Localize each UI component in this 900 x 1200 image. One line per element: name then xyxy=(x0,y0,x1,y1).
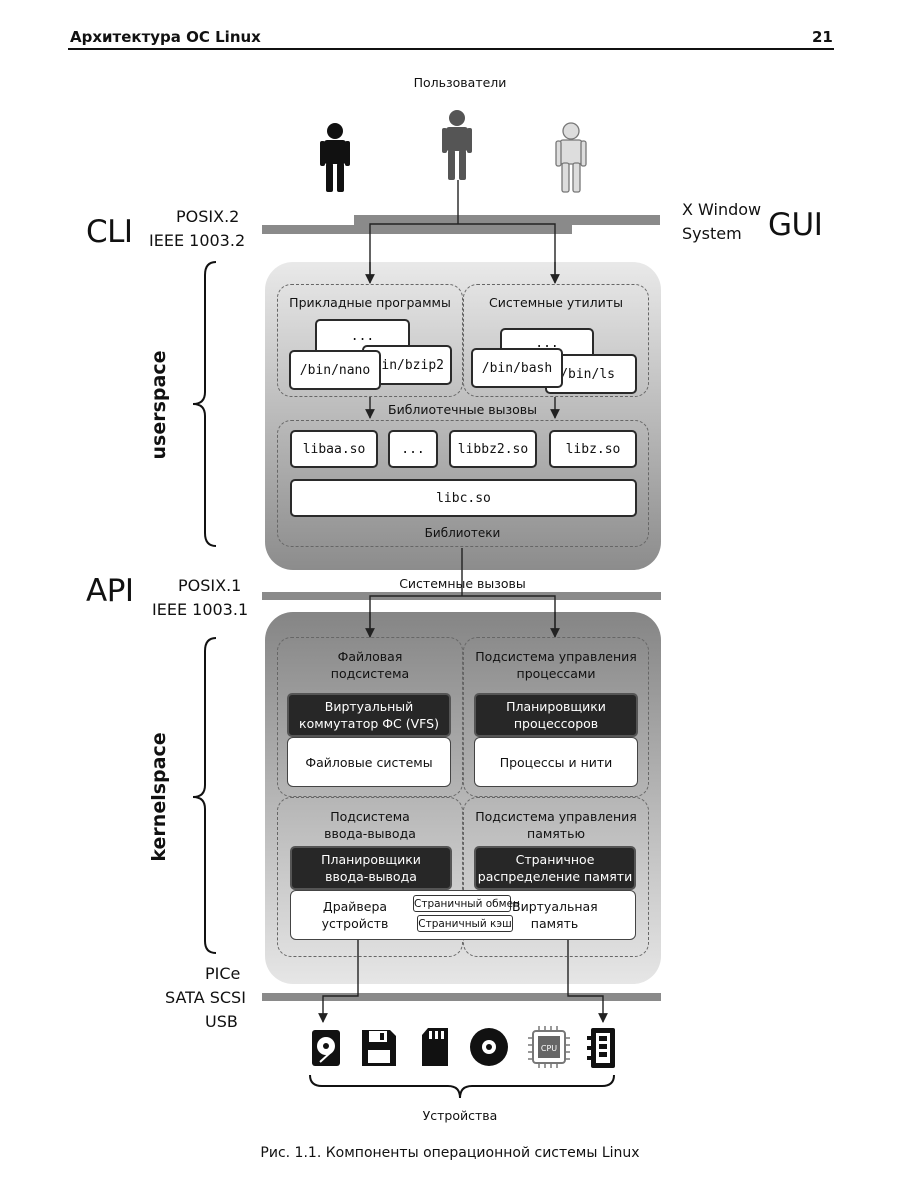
running-header-title: Архитектура ОС Linux xyxy=(70,28,261,46)
proc-subsystem-group xyxy=(463,637,649,797)
processes-threads-box: Процессы и нити xyxy=(474,737,638,787)
libraries-label: Библиотеки xyxy=(424,526,501,540)
devices-brace xyxy=(309,1074,615,1099)
apps-group xyxy=(277,284,463,397)
gui-label: GUI xyxy=(768,207,823,243)
io-title: Подсистема ввода-вывода xyxy=(277,808,463,842)
page-cache-box: Страничный кэш xyxy=(417,915,513,932)
util-bash-box: /bin/bash xyxy=(471,348,563,388)
mem-subsystem-group xyxy=(463,797,649,957)
mem-title-line-2: памятью xyxy=(527,826,585,841)
bus-bar xyxy=(262,993,661,1001)
lib-libaa-box: libaa.so xyxy=(290,430,378,468)
kernelspace-label: kernelspace xyxy=(148,732,170,862)
utils-group xyxy=(463,284,649,397)
gui-bar xyxy=(354,215,660,225)
filesystems-box: Файловые системы xyxy=(287,737,451,787)
page-allocation-box: Страничное распределение памяти xyxy=(474,846,636,890)
bus-usb: USB xyxy=(205,1012,238,1031)
cli-standard-posix: POSIX.2 xyxy=(176,207,240,226)
figure-caption: Рис. 1.1. Компоненты операционной систем… xyxy=(260,1145,640,1161)
fs-title-line-2: подсистема xyxy=(330,666,410,681)
fs-title: Файловая подсистема xyxy=(277,648,463,682)
users-label: Пользователи xyxy=(413,75,507,90)
vfs-line-2: коммутатор ФС (VFS) xyxy=(299,716,439,731)
drivers-line-1: Драйвера xyxy=(322,899,388,914)
hard-disk-icon xyxy=(312,1030,340,1066)
io-scheduler-line-1: Планировщики xyxy=(321,852,421,867)
bus-pcie: PICe xyxy=(205,964,241,983)
ram-module-icon xyxy=(587,1028,615,1068)
page-allocation-line-2: распределение памяти xyxy=(477,869,633,884)
api-label: API xyxy=(86,573,134,609)
drivers-line-2: устройств xyxy=(321,916,389,931)
page-swap-box: Страничный обмен xyxy=(413,895,520,912)
vfs-box: Виртуальный коммутатор ФС (VFS) xyxy=(287,693,451,737)
virtual-memory-line-1: Виртуальная xyxy=(512,899,598,914)
api-standard-ieee: IEEE 1003.1 xyxy=(152,600,249,619)
page-allocation-line-1: Страничное xyxy=(515,852,595,867)
gui-system-line-1: X Window xyxy=(682,200,762,219)
fs-title-line-1: Файловая xyxy=(337,649,403,664)
user-icon-light xyxy=(555,122,587,193)
libraries-group xyxy=(277,420,649,547)
user-icon-black xyxy=(320,123,350,192)
lib-libc-box: libc.so xyxy=(290,479,637,517)
cli-bar xyxy=(262,225,572,234)
io-subsystem-group xyxy=(277,797,463,957)
app-nano-box: /bin/nano xyxy=(289,350,381,390)
gui-system-line-2: System xyxy=(682,224,742,243)
lib-more-box: ... xyxy=(388,430,438,468)
mem-title-line-1: Подсистема управления xyxy=(475,809,637,824)
devices-label: Устройства xyxy=(422,1108,498,1123)
cpu-icon-text: CPU xyxy=(541,1044,557,1053)
api-standard-posix: POSIX.1 xyxy=(178,576,242,595)
vfs-line-1: Виртуальный xyxy=(324,699,414,714)
cli-standard-ieee: IEEE 1003.2 xyxy=(149,231,246,250)
kernelspace-brace xyxy=(192,637,217,954)
lib-libbz2-box: libbz2.so xyxy=(449,430,537,468)
header-rule xyxy=(68,48,834,50)
cpu-scheduler-box: Планировщики процессоров xyxy=(474,693,638,737)
io-scheduler-box: Планировщики ввода-вывода xyxy=(290,846,452,890)
floppy-disk-icon xyxy=(362,1030,396,1066)
userspace-brace xyxy=(192,261,217,547)
io-scheduler-line-2: ввода-вывода xyxy=(325,869,417,884)
bus-sata-scsi: SATA SCSI xyxy=(165,988,246,1007)
page-number: 21 xyxy=(812,28,833,46)
proc-title: Подсистема управления процессами xyxy=(463,648,649,682)
cpu-scheduler-line-2: процессоров xyxy=(513,716,599,731)
lib-libz-box: libz.so xyxy=(549,430,637,468)
virtual-memory-line-2: память xyxy=(530,916,579,931)
library-calls-label: Библиотечные вызовы xyxy=(388,402,537,417)
memory-card-icon xyxy=(422,1028,448,1066)
mem-title: Подсистема управления памятью xyxy=(463,808,649,842)
device-drivers-label: Драйвера устройств xyxy=(300,898,410,932)
userspace-label: userspace xyxy=(148,350,170,460)
user-icon-gray xyxy=(442,110,472,180)
io-title-line-1: Подсистема xyxy=(330,809,410,824)
io-title-line-2: ввода-вывода xyxy=(324,826,416,841)
proc-title-line-1: Подсистема управления xyxy=(475,649,637,664)
system-calls-label: Системные вызовы xyxy=(399,576,526,591)
cli-label: CLI xyxy=(86,214,133,250)
optical-disc-icon xyxy=(470,1028,508,1066)
cpu-scheduler-line-1: Планировщики xyxy=(506,699,606,714)
cpu-icon: CPU xyxy=(528,1026,570,1068)
proc-title-line-2: процессами xyxy=(516,666,596,681)
virtual-memory-label: Виртуальная память xyxy=(512,898,598,932)
apps-title: Прикладные программы xyxy=(289,295,451,310)
utils-title: Системные утилиты xyxy=(489,295,623,310)
fs-subsystem-group xyxy=(277,637,463,797)
